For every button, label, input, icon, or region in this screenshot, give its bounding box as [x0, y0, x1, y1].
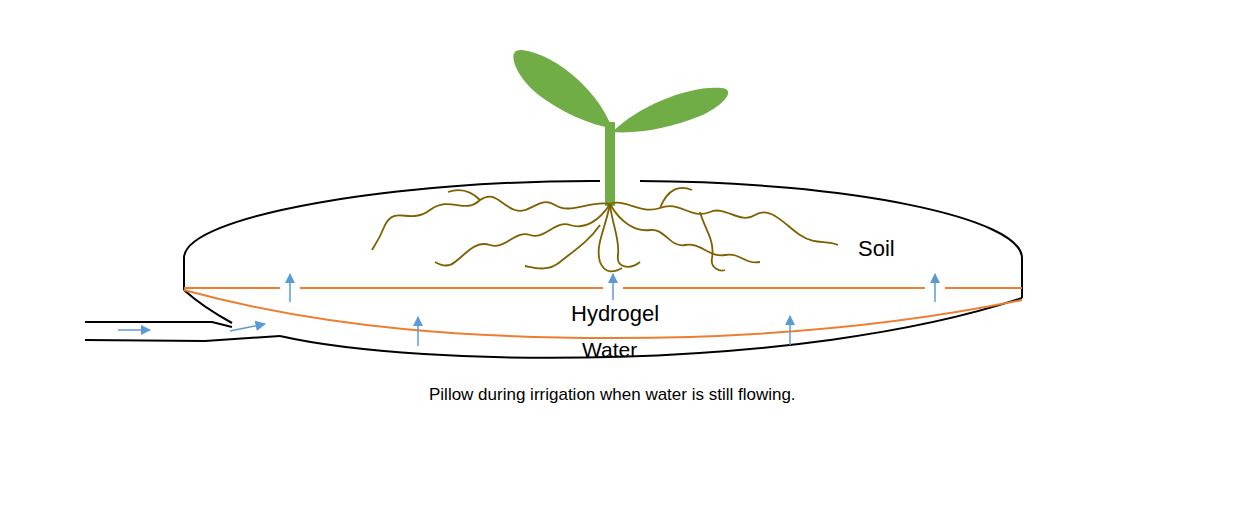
inlet-pipe [85, 336, 280, 341]
flow-arrow [118, 329, 150, 331]
hydrogel-top-line [184, 287, 1022, 289]
flow-arrow [230, 324, 265, 331]
pillow-side [1021, 258, 1023, 298]
pillow-outline [184, 181, 600, 258]
figure-caption: Pillow during irrigation when water is s… [429, 385, 796, 405]
inlet-pipe [85, 322, 232, 327]
hydrogel-bottom-line [184, 290, 1022, 338]
water-arrow [934, 274, 936, 302]
pillow-bottom [184, 290, 232, 323]
region-label: Soil [858, 236, 895, 261]
region-label: Hydrogel [571, 301, 659, 326]
water-arrow [417, 317, 419, 346]
plant-stem [605, 122, 615, 206]
plant-leaf [612, 88, 728, 133]
pillow-side [183, 258, 185, 290]
region-label: Water [582, 338, 637, 362]
water-arrow [789, 316, 791, 345]
plant-leaf [513, 50, 612, 128]
plant-roots [372, 188, 838, 272]
water-arrow [612, 274, 614, 300]
water-arrow [289, 274, 291, 302]
